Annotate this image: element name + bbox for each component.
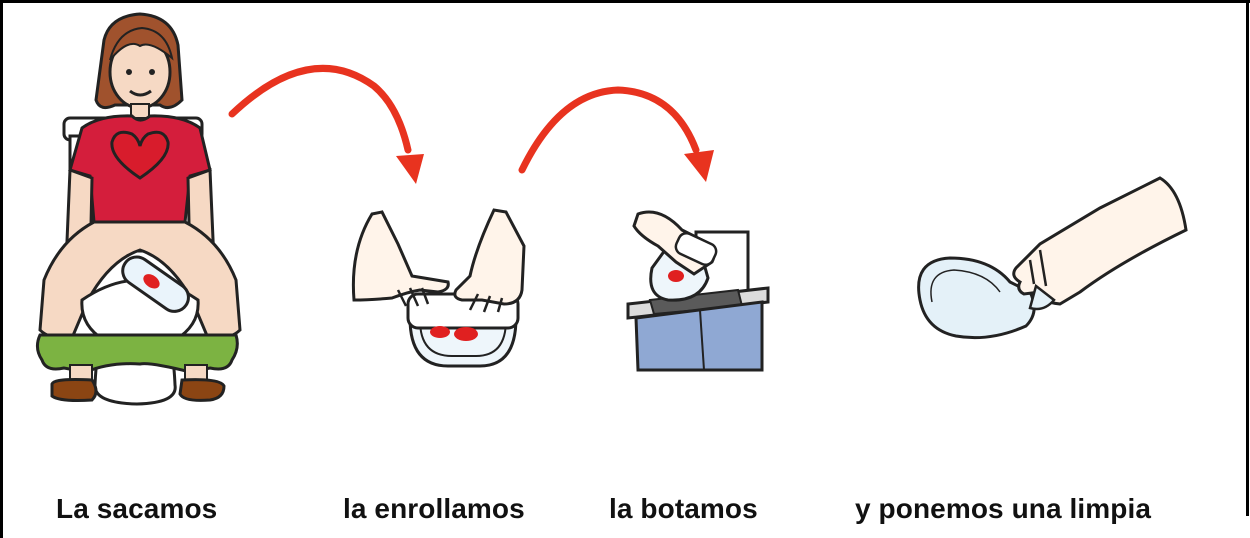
frame-border-top bbox=[0, 0, 1250, 3]
step-caption-roll: la enrollamos bbox=[343, 493, 525, 524]
frame-border-left bbox=[0, 0, 3, 538]
frame-border-right bbox=[1246, 0, 1249, 516]
step-caption-remove: La sacamos bbox=[56, 493, 218, 524]
step-caption-put-clean: y ponemos una limpia bbox=[855, 493, 1152, 524]
step-caption-throw-away: la botamos bbox=[609, 493, 758, 524]
